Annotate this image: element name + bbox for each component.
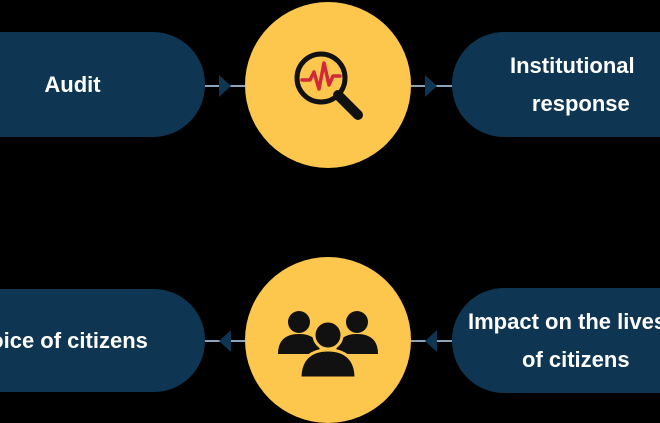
node-institutional-response-line2: response (531, 90, 630, 116)
hub-circle-top (245, 2, 411, 168)
node-impact-label: Impact on the lives of citizens (468, 303, 660, 379)
node-institutional-response-line1: Institutional (510, 52, 635, 78)
arrow-right-icon (425, 75, 437, 97)
node-impact-line1: Impact on the lives (468, 308, 660, 334)
node-institutional-response: Institutional response (452, 32, 660, 137)
node-voice-of-citizens: Voice of citizens (0, 289, 205, 392)
people-group-icon (278, 311, 378, 380)
arrow-right-icon (219, 75, 231, 97)
arrow-left-icon (425, 330, 437, 352)
node-audit: Audit (0, 32, 205, 137)
node-institutional-response-label: Institutional response (510, 47, 635, 123)
node-impact: Impact on the lives of citizens (452, 288, 660, 393)
hub-circle-bottom (245, 257, 411, 423)
node-impact-line2: of citizens (522, 346, 630, 372)
magnifier-pulse-icon (294, 51, 363, 120)
arrow-left-icon (219, 330, 231, 352)
node-audit-label: Audit (44, 71, 101, 97)
node-voice-of-citizens-label: Voice of citizens (0, 327, 148, 353)
